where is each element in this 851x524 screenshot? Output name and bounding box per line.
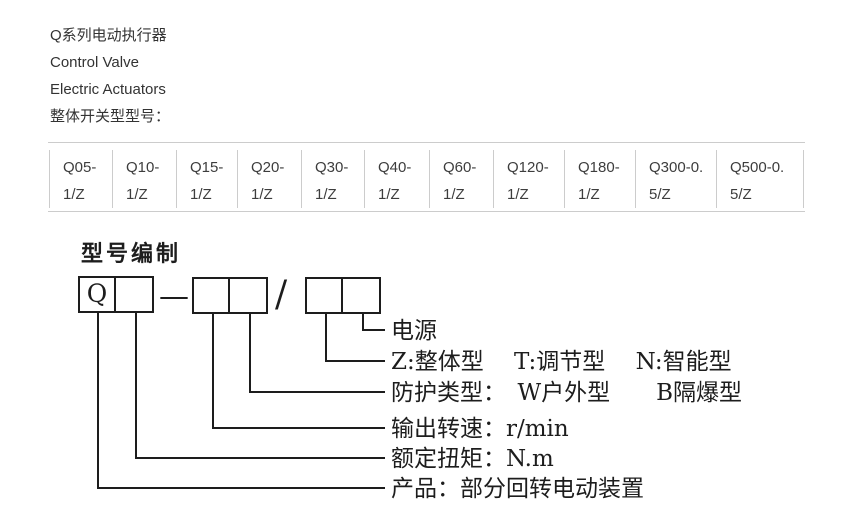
subtitle-electric-actuators: Electric Actuators	[50, 81, 166, 98]
table-cell: Q20- 1/Z	[237, 150, 301, 208]
label-actuator-type: Z:整体型 T:调节型 N:智能型	[391, 349, 732, 375]
slash-separator: /	[275, 274, 288, 315]
table-cell: Q10- 1/Z	[112, 150, 176, 208]
table-cell: Q180- 1/Z	[564, 150, 635, 208]
table-cell: Q500-0. 5/Z	[716, 150, 804, 208]
header-block: Q系列电动执行器 Control Valve Electric Actuator…	[50, 22, 170, 130]
code-box-group-type	[305, 277, 381, 314]
models-table: Q05- 1/Z Q10- 1/Z Q15- 1/Z Q20- 1/Z Q30-…	[48, 142, 805, 212]
type-box	[307, 279, 343, 312]
table-cell: Q40- 1/Z	[364, 150, 429, 208]
label-output-speed: 输出转速：r/min	[391, 416, 569, 442]
table-cell: Q60- 1/Z	[429, 150, 493, 208]
power-box	[343, 279, 379, 312]
speed-box	[194, 279, 230, 312]
protection-box	[230, 279, 266, 312]
label-power-supply: 电源	[391, 318, 437, 344]
label-protection-class: 防护类型： W户外型 B隔爆型	[391, 380, 743, 406]
code-box-group-prefix: Q	[78, 276, 154, 313]
code-box-group-speed	[192, 277, 268, 314]
torque-box	[116, 278, 152, 311]
table-cell: Q120- 1/Z	[493, 150, 564, 208]
models-table-row: Q05- 1/Z Q10- 1/Z Q15- 1/Z Q20- 1/Z Q30-…	[49, 150, 805, 208]
table-cell: Q30- 1/Z	[301, 150, 364, 208]
dash-separator: —	[159, 279, 189, 314]
subtitle-control-valve: Control Valve	[50, 54, 139, 71]
prefix-letter-box: Q	[80, 278, 116, 311]
table-cell: Q05- 1/Z	[49, 150, 112, 208]
models-table-caption: 整体开关型型号：	[50, 108, 171, 125]
table-cell: Q15- 1/Z	[176, 150, 237, 208]
label-rated-torque: 额定扭矩：N.m	[391, 446, 554, 472]
label-product: 产品：部分回转电动装置	[391, 476, 644, 502]
series-title: Q系列电动执行器	[50, 27, 167, 44]
diagram-title: 型号编制	[81, 241, 182, 267]
table-cell: Q300-0. 5/Z	[635, 150, 716, 208]
